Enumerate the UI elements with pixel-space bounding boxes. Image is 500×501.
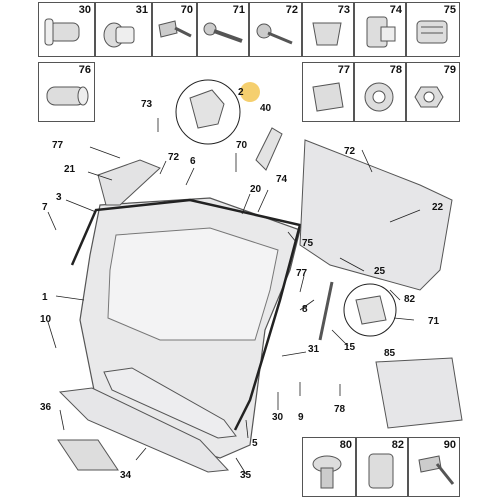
- part-number: 90: [443, 439, 456, 451]
- callout-74: 74: [276, 174, 288, 185]
- callout-35: 35: [240, 470, 252, 481]
- seal-strip: [70, 198, 302, 431]
- callout-78: 78: [334, 404, 346, 415]
- part-cell-82: 82: [356, 437, 408, 497]
- callout-30: 30: [272, 412, 284, 423]
- part-number: 79: [443, 64, 456, 76]
- part-cell-78: 78: [354, 62, 406, 122]
- screw-icon: [158, 20, 192, 38]
- emblem-part: [57, 439, 119, 471]
- callout-10: 10: [40, 314, 52, 325]
- inner-trim-panel: [299, 139, 453, 291]
- grommet-icon: [103, 22, 135, 48]
- callout-71: 71: [428, 316, 440, 327]
- part-cell-30: 30: [38, 2, 95, 57]
- clip-icon: [312, 22, 342, 46]
- callout-21: 21: [64, 164, 76, 175]
- nut-icon: [364, 82, 394, 112]
- fastener-kit: [375, 357, 463, 429]
- bushing-icon: [44, 18, 80, 46]
- leader-lines: [47, 118, 421, 475]
- callout-82: 82: [404, 294, 416, 305]
- hinge-part: [189, 89, 225, 129]
- callout-20: 20: [250, 184, 262, 195]
- callout-34: 34: [120, 470, 132, 481]
- bracket-part: [255, 127, 283, 171]
- callout-75: 75: [302, 238, 314, 249]
- screw-icon: [256, 23, 293, 45]
- bolt-icon: [418, 455, 455, 485]
- highlight-dot: [240, 82, 260, 102]
- rear-window: [107, 227, 279, 341]
- part-number: 72: [285, 4, 298, 16]
- part-cell-73: 73: [302, 2, 354, 57]
- part-number: 75: [443, 4, 456, 16]
- part-number: 74: [389, 4, 402, 16]
- part-number: 70: [180, 4, 193, 16]
- bushing-icon: [46, 86, 89, 106]
- callout-36: 36: [40, 402, 52, 413]
- part-number: 82: [391, 439, 404, 451]
- callout-25: 25: [374, 266, 386, 277]
- callout-1: 1: [42, 292, 48, 303]
- callout-9: 9: [298, 412, 304, 423]
- part-cell-76: 76: [38, 62, 95, 122]
- part-number: 77: [337, 64, 350, 76]
- callout-labels: 73 2 40 77 72 6 70 72 21 3 20 74 22 7 75…: [40, 87, 444, 481]
- callout-5: 5: [252, 438, 258, 449]
- part-number: 31: [135, 4, 148, 16]
- part-cell-31: 31: [95, 2, 152, 57]
- callout-85: 85: [384, 348, 396, 359]
- part-cell-80: 80: [302, 437, 356, 497]
- bolt-icon: [203, 22, 243, 43]
- part-cell-75: 75: [406, 2, 460, 57]
- lower-trim-strip: [58, 387, 230, 473]
- spoiler-part: [97, 159, 161, 206]
- clip-icon: [366, 16, 396, 48]
- part-cell-90: 90: [408, 437, 460, 497]
- part-cell-71: 71: [197, 2, 249, 57]
- clip-icon: [368, 453, 394, 489]
- clip-icon: [312, 82, 344, 112]
- push-clip-icon: [312, 455, 342, 489]
- callout-72b: 72: [344, 146, 356, 157]
- callout-8: 8: [302, 304, 308, 315]
- nut-icon: [414, 86, 444, 108]
- clip-icon: [416, 20, 448, 44]
- callout-72a: 72: [168, 152, 180, 163]
- part-cell-70: 70: [152, 2, 197, 57]
- callout-40: 40: [260, 103, 272, 114]
- callout-7: 7: [42, 202, 48, 213]
- callout-70: 70: [236, 140, 248, 151]
- callout-31: 31: [308, 344, 320, 355]
- callout-77b: 77: [296, 268, 308, 279]
- callout-2: 2: [238, 87, 244, 98]
- part-number: 71: [232, 4, 245, 16]
- callout-3: 3: [56, 192, 62, 203]
- lock-part: [355, 295, 387, 325]
- callout-15: 15: [344, 342, 356, 353]
- gas-strut: [318, 281, 334, 341]
- part-number: 76: [78, 64, 91, 76]
- upper-trim-strip: [103, 367, 237, 439]
- part-number: 78: [389, 64, 402, 76]
- part-cell-72: 72: [249, 2, 302, 57]
- part-number: 73: [337, 4, 350, 16]
- callout-77: 77: [52, 140, 64, 151]
- callout-73: 73: [141, 99, 153, 110]
- part-cell-79: 79: [406, 62, 460, 122]
- callout-6: 6: [190, 156, 196, 167]
- part-number: 30: [78, 4, 91, 16]
- part-cell-77: 77: [302, 62, 354, 122]
- part-cell-74: 74: [354, 2, 406, 57]
- part-number: 80: [339, 439, 352, 451]
- callout-22: 22: [432, 202, 444, 213]
